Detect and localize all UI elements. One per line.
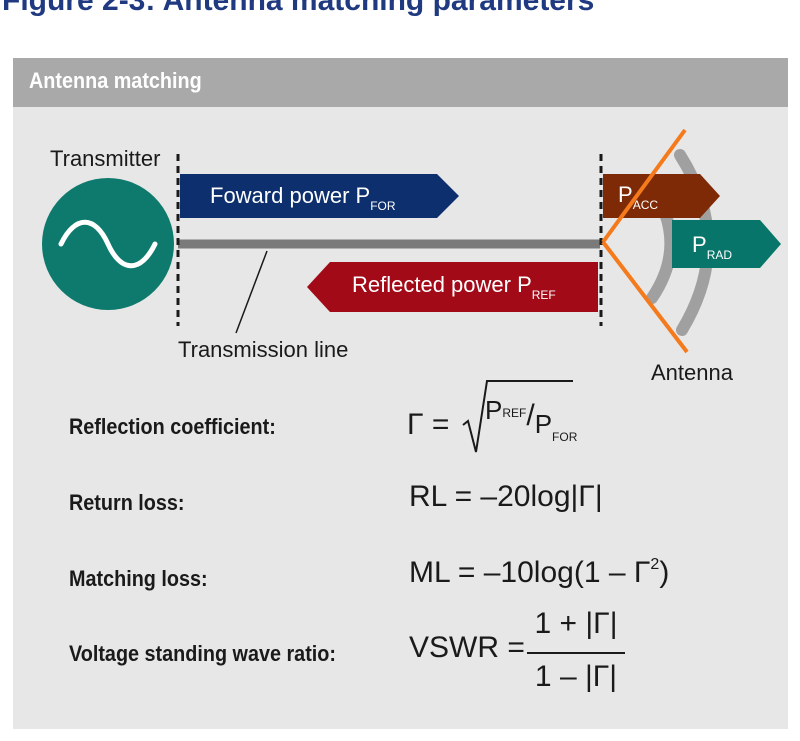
radiated-power-arrow — [672, 220, 781, 268]
reflection-coefficient-label: Reflection coefficient: — [69, 414, 276, 439]
accepted-power-label: PACC — [618, 182, 658, 212]
radiated-power-label: PRAD — [692, 232, 732, 262]
matching-loss-formula: ML = –10log(1 – Γ2) — [409, 556, 670, 589]
panel-title: Antenna matching — [29, 68, 202, 93]
transmission-line-pointer — [235, 250, 268, 334]
transmitter-label: Transmitter — [50, 146, 160, 171]
matching-loss-label: Matching loss: — [69, 566, 208, 591]
vswr-label: Voltage standing wave ratio: — [69, 641, 336, 666]
return-loss-label: Return loss: — [69, 490, 185, 515]
antenna-matching-panel: Antenna matching — [13, 58, 788, 729]
vswr-denominator: 1 – |Γ| — [534, 660, 618, 693]
vswr-lhs: VSWR = — [409, 631, 525, 664]
antenna-element-lower — [601, 240, 689, 354]
return-loss-formula: RL = –20log|Γ| — [409, 480, 603, 513]
sine-wave-icon — [58, 219, 158, 269]
accepted-power-arrow — [603, 174, 720, 218]
vswr-fraction-bar — [527, 652, 625, 654]
reflected-power-arrow — [307, 262, 598, 312]
vswr-numerator: 1 + |Γ| — [534, 607, 618, 640]
forward-power-label: Foward power PFOR — [210, 183, 396, 213]
figure-title: Figure 2-3: Antenna matching parameters — [2, 0, 595, 17]
antenna-label: Antenna — [651, 360, 734, 385]
panel-header: Antenna matching — [13, 58, 788, 107]
reflection-formula-ratio: PREF/PFOR — [485, 395, 578, 444]
antenna-element-upper — [601, 128, 687, 244]
reflected-power-label: Reflected power PREF — [352, 272, 556, 302]
forward-power-arrow — [180, 174, 459, 218]
square-root-sign — [462, 380, 573, 453]
transmission-line-label: Transmission line — [178, 337, 348, 362]
gamma-lhs: Γ = — [407, 408, 450, 441]
